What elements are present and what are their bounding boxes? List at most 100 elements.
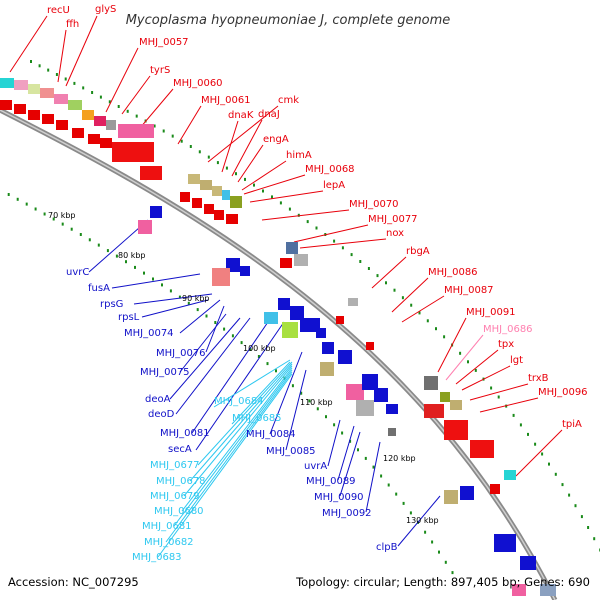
gene-feature (424, 404, 444, 418)
gene-label: MHJ_0076 (156, 348, 206, 359)
leader-line (231, 361, 291, 425)
gene-label: MHJ_0070 (349, 199, 399, 210)
tick-dot (593, 537, 596, 541)
gene-feature (374, 388, 388, 402)
tick-dot (115, 254, 118, 258)
gene-label: MHJ_0681 (142, 521, 192, 532)
tick-dot (512, 413, 515, 417)
gene-label: recU (47, 5, 70, 16)
kbp-tick-label: 90 kbp (182, 294, 210, 303)
tick-dot (372, 465, 375, 469)
tick-dot (410, 303, 413, 307)
tick-dot (367, 267, 370, 270)
gene-feature (200, 180, 212, 190)
gene-feature (56, 120, 68, 130)
gene-label: MHJ_0061 (201, 95, 251, 106)
leader-line (189, 363, 293, 482)
tick-dot (257, 355, 260, 358)
leader-line (183, 365, 293, 497)
tick-dot (135, 114, 138, 118)
gene-feature (470, 440, 494, 458)
genome-stats: Topology: circular; Length: 897,405 bp; … (295, 575, 590, 589)
tick-dot (519, 423, 522, 427)
leader-line (455, 349, 499, 385)
tick-dot (333, 239, 336, 243)
tick-dot (143, 271, 145, 275)
gene-feature (504, 470, 516, 480)
tick-dot (271, 195, 273, 199)
tick-dot (341, 246, 344, 250)
gene-label: tpiA (562, 419, 582, 430)
tick-dot (306, 220, 309, 224)
gene-feature (0, 78, 14, 88)
gene-feature (336, 316, 344, 324)
gene-feature (280, 258, 292, 268)
gene-label: MHJ_0680 (154, 506, 204, 517)
leader-line (141, 299, 209, 318)
tick-dot (207, 155, 210, 159)
leader-line (445, 334, 484, 381)
gene-label: dnaJ (258, 109, 280, 120)
leader-line (221, 120, 239, 173)
tick-dot (325, 415, 327, 419)
tick-dot (240, 341, 243, 345)
gene-feature (118, 124, 154, 138)
tick-dot (38, 64, 41, 68)
leader-line (133, 293, 213, 305)
tick-dot (357, 448, 359, 452)
tick-dot (490, 386, 493, 390)
gene-feature (150, 206, 162, 218)
gene-label: MHJ_0686 (483, 324, 533, 335)
gene-feature (388, 428, 396, 436)
gene-label: MHJ_0677 (150, 460, 200, 471)
tick-dot (409, 511, 412, 515)
gene-label: dnaK (228, 110, 254, 121)
tick-dot (424, 530, 427, 534)
gene-feature (0, 100, 12, 110)
tick-dot (79, 233, 82, 236)
accession-label: Accession: NC_007295 (8, 575, 139, 589)
gene-feature (490, 484, 500, 494)
gene-feature (204, 204, 214, 214)
tick-dot (431, 540, 434, 544)
tick-dot (568, 493, 571, 497)
gene-feature (278, 298, 290, 310)
gene-feature (362, 374, 378, 390)
kbp-tick-label: 110 kbp (300, 398, 333, 407)
leader-line (237, 144, 264, 183)
tick-dot (244, 177, 246, 181)
gene-label: MHJ_0085 (266, 446, 316, 457)
tick-dot (134, 265, 136, 269)
leader-line (197, 361, 293, 466)
gene-feature (356, 400, 374, 416)
gene-label: himA (286, 150, 312, 161)
tick-dot (395, 492, 398, 496)
gene-feature (72, 128, 84, 138)
tick-dot (196, 308, 199, 312)
gene-label: MHJ_0090 (314, 492, 364, 503)
leader-line (397, 495, 441, 547)
tick-dot (438, 550, 440, 554)
leader-line (243, 174, 306, 195)
tick-dot (43, 212, 46, 216)
tick-dot (82, 86, 85, 90)
leader-line (365, 441, 381, 513)
leader-line (177, 105, 202, 145)
gene-label: MHJ_0086 (428, 267, 478, 278)
gene-label: MHJ_0092 (322, 508, 372, 519)
tick-dot (16, 197, 19, 201)
leader-line (9, 15, 48, 73)
gene-feature (140, 166, 162, 180)
tick-dot (554, 472, 557, 476)
gene-label: deoD (148, 409, 175, 420)
leader-line (191, 321, 269, 434)
tick-dot (171, 134, 174, 138)
tick-dot (300, 391, 303, 395)
gene-feature (212, 186, 222, 196)
leader-line (241, 160, 287, 191)
gene-label: deoA (145, 394, 171, 405)
tick-dot (187, 301, 190, 305)
tick-dot (561, 483, 564, 487)
